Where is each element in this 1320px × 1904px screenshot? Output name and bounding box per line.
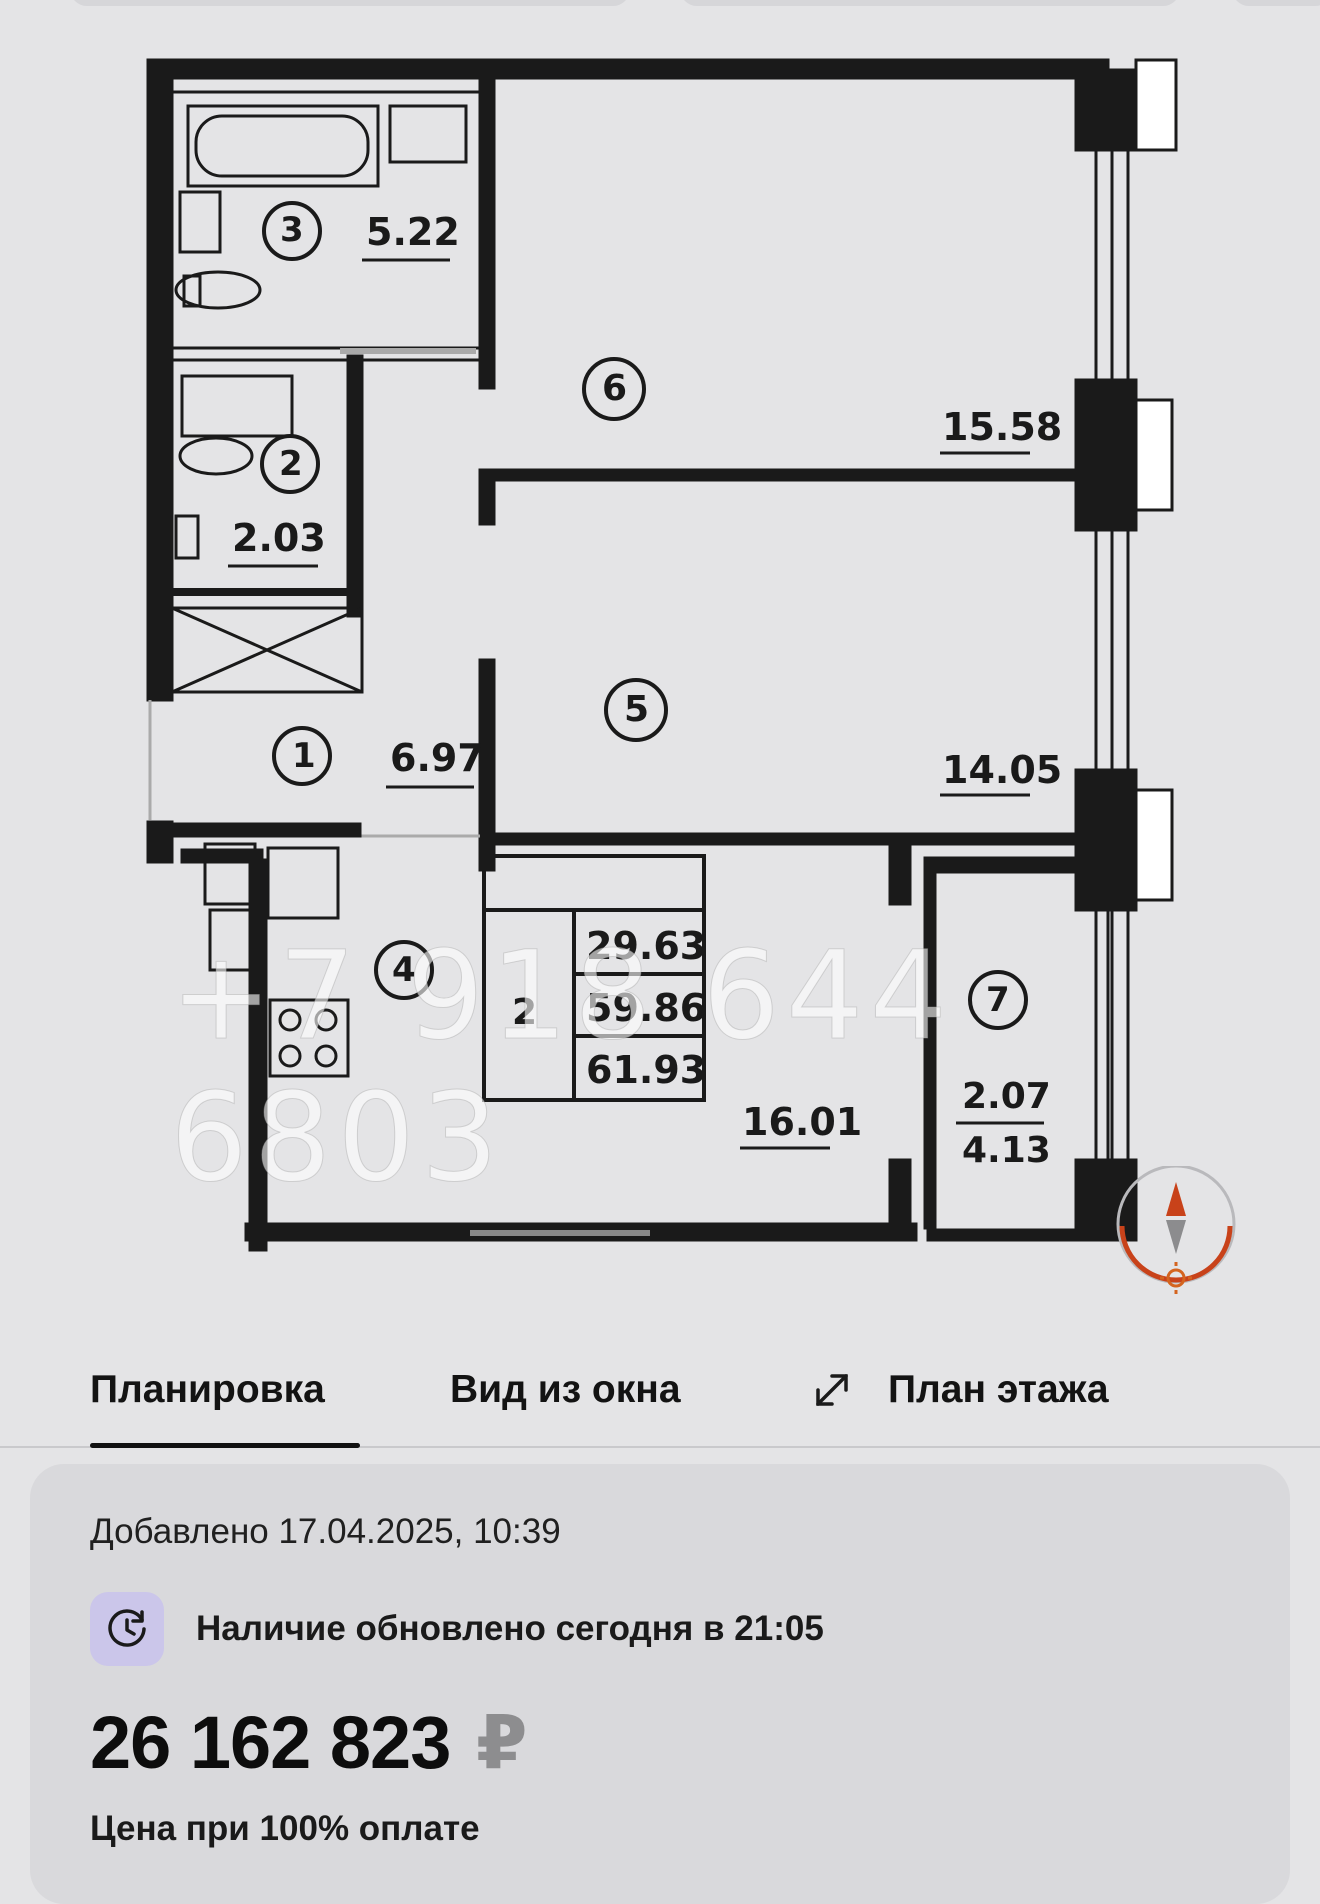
room-5-area: 14.05 bbox=[942, 748, 1063, 792]
expand-icon[interactable] bbox=[808, 1366, 856, 1414]
clock-refresh-icon bbox=[90, 1592, 164, 1666]
room-7-area-secondary: 4.13 bbox=[962, 1130, 1051, 1171]
kitchen-area: 16.01 bbox=[742, 1100, 863, 1144]
tab-window-view[interactable]: Вид из окна bbox=[450, 1368, 681, 1411]
room-7-area: 2.07 bbox=[962, 1076, 1051, 1117]
room-7-number: 7 bbox=[986, 980, 1010, 1020]
room-6-area: 15.58 bbox=[942, 405, 1063, 449]
price-value: 26 162 823 bbox=[90, 1701, 451, 1784]
floor-plan-drawing bbox=[146, 58, 1178, 1252]
price: 26 162 823 ₽ bbox=[90, 1700, 527, 1786]
room-4-number: 4 bbox=[392, 950, 416, 990]
room-2-number: 2 bbox=[279, 444, 303, 484]
compass-sun-icon bbox=[1116, 1166, 1236, 1294]
summary-area-excl: 59.86 bbox=[586, 986, 707, 1030]
room-1-number: 1 bbox=[292, 736, 316, 776]
tab-bar: Планировка Вид из окна План этажа bbox=[0, 1358, 1320, 1448]
active-tab-indicator bbox=[90, 1443, 360, 1448]
currency-symbol: ₽ bbox=[475, 1701, 527, 1784]
summary-room-count: 2 bbox=[512, 992, 538, 1033]
room-6-number: 6 bbox=[602, 368, 628, 409]
room-3-area: 5.22 bbox=[366, 210, 460, 254]
room-5-number: 5 bbox=[624, 689, 650, 730]
top-card-stub bbox=[1232, 0, 1320, 6]
floor-plan-image[interactable]: 3 5.22 2 2.03 1 6.97 4 6 15.58 5 14.05 7… bbox=[0, 30, 1320, 1320]
availability-status: Наличие обновлено сегодня в 21:05 bbox=[196, 1609, 824, 1648]
top-card-stub bbox=[70, 0, 630, 6]
listing-info-card: Добавлено 17.04.2025, 10:39 Наличие обно… bbox=[30, 1464, 1290, 1904]
top-scroll-stubs bbox=[0, 0, 1320, 10]
added-date: Добавлено 17.04.2025, 10:39 bbox=[90, 1512, 561, 1551]
phone-watermark: +7 918 644 6803 bbox=[170, 925, 954, 1210]
top-card-stub bbox=[680, 0, 1180, 6]
tab-floor-plan[interactable]: План этажа bbox=[888, 1368, 1109, 1411]
summary-living-area: 29.63 bbox=[586, 924, 707, 968]
room-1-area: 6.97 bbox=[390, 736, 484, 780]
room-3-number: 3 bbox=[280, 210, 304, 250]
price-note: Цена при 100% оплате bbox=[90, 1809, 480, 1848]
room-2-area: 2.03 bbox=[232, 516, 326, 560]
tab-layout[interactable]: Планировка bbox=[90, 1368, 325, 1411]
room-labels: 3 5.22 2 2.03 1 6.97 4 6 15.58 5 14.05 7… bbox=[0, 30, 1320, 1320]
summary-total-area: 61.93 bbox=[586, 1048, 707, 1092]
